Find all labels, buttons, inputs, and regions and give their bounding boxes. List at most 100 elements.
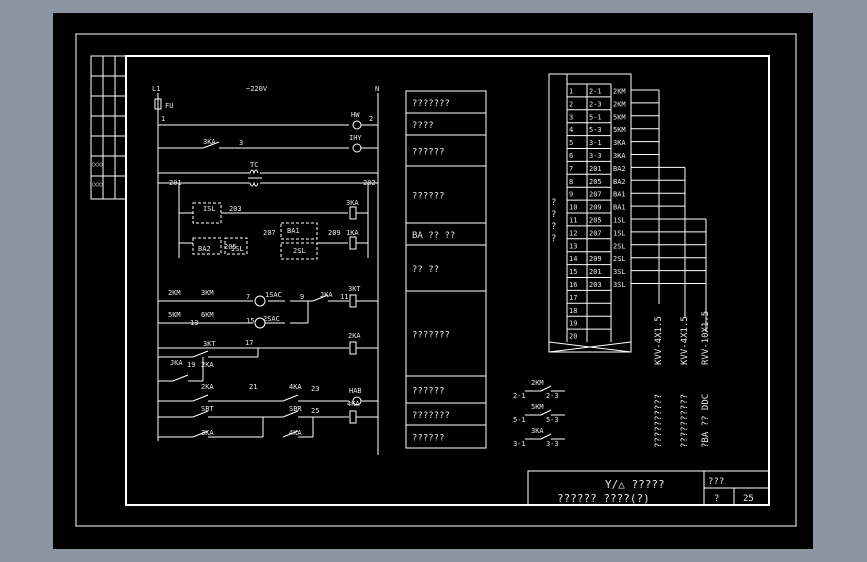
contact-label: 2KM xyxy=(168,289,181,297)
wire-number: 11 xyxy=(340,293,348,301)
description-text: ??????? xyxy=(412,331,450,341)
terminal-to: 2SL xyxy=(613,255,626,263)
cable-description: ?????????? xyxy=(654,394,664,448)
cable-spec: KVV-4X1.5 xyxy=(680,316,690,365)
wire-number: 203 xyxy=(229,205,242,213)
terminal-to: 1SL xyxy=(613,229,626,237)
lamp-label: IHY xyxy=(349,134,362,142)
contact-label: 2KA xyxy=(201,361,214,369)
wire-number: 205 xyxy=(224,243,237,251)
lamp-label: HW xyxy=(351,111,360,119)
terminal-from: 2-1 xyxy=(589,88,602,96)
coil-label: 1KA xyxy=(346,229,359,237)
terminal-from: 203 xyxy=(589,281,602,289)
fuse-label: FU xyxy=(165,102,173,110)
svg-text:○○○: ○○○ xyxy=(92,161,103,168)
wire-number: 9 xyxy=(300,293,304,301)
description-list: ???????????????????????BA ?? ???? ??????… xyxy=(406,90,486,444)
sheet-mark: ? xyxy=(714,494,719,504)
legend-contact xyxy=(540,385,552,392)
svg-text:○○○: ○○○ xyxy=(92,181,103,188)
switch-label: BA1 xyxy=(287,227,300,235)
terminal-number: 7 xyxy=(569,165,573,173)
legend-contact xyxy=(540,433,552,440)
terminal-number: 16 xyxy=(569,281,577,289)
wire-number: 17 xyxy=(245,339,253,347)
schematic-diagram: ○○○ ○○○ xyxy=(75,33,797,527)
subtitle-text: ?????? ????(?) xyxy=(557,492,650,505)
terminal-side-label: ? xyxy=(551,198,556,208)
terminal-from: 209 xyxy=(589,255,602,263)
wire-number: 201 xyxy=(169,179,182,187)
ladder-wiring xyxy=(154,93,379,455)
wire-number: 207 xyxy=(263,229,276,237)
terminal-to: 2SL xyxy=(613,242,626,250)
terminal-to: BA2 xyxy=(613,178,626,186)
cable-list: KVV-4X1.5??????????KVV-4X1.5??????????RV… xyxy=(631,89,711,448)
terminal-side-label: ? xyxy=(551,234,556,244)
wire-number: 25 xyxy=(311,407,319,415)
voltage-label: ~220V xyxy=(246,85,268,93)
terminal-number: 12 xyxy=(569,229,577,237)
switch-label: 2SAC xyxy=(263,315,280,323)
terminal-number: 10 xyxy=(569,204,577,212)
button-label: SBR xyxy=(289,405,302,413)
terminal-side-label: ? xyxy=(551,222,556,232)
coil-label: 4KA xyxy=(347,400,360,408)
phase-label: L1 xyxy=(152,85,160,93)
terminal-to: BA1 xyxy=(613,191,626,199)
description-text: ?????? xyxy=(412,192,445,202)
cable-spec: RVV-10X1.5 xyxy=(701,311,711,365)
terminal-from: 207 xyxy=(589,191,602,199)
terminal-number: 13 xyxy=(569,242,577,250)
contact-label: 5KM xyxy=(168,311,181,319)
terminal-number: 15 xyxy=(569,268,577,276)
terminal-from: 205 xyxy=(589,217,602,225)
terminal-from: 205 xyxy=(589,178,602,186)
description-text: ?????? xyxy=(412,387,445,397)
terminal-to: 5KM xyxy=(613,113,626,121)
contact-label: 4KA xyxy=(289,429,302,437)
cable-description: ?BA ?? DDC xyxy=(701,394,711,448)
terminal-frame xyxy=(548,73,632,353)
switch-label: 1SAC xyxy=(265,291,282,299)
wire-number: 2 xyxy=(369,115,373,123)
float-switch-label: ISL xyxy=(231,245,244,253)
wire-number: 202 xyxy=(363,179,376,187)
terminal-from: 3-1 xyxy=(589,139,602,147)
terminal-number: 1 xyxy=(569,88,573,96)
wire-number: 13 xyxy=(190,319,198,327)
contact-label: 3KA xyxy=(201,429,214,437)
terminal-from: 3-3 xyxy=(589,152,602,160)
terminal-number: 4 xyxy=(569,126,573,134)
lamp-label: HAB xyxy=(349,387,362,395)
terminal-from: 201 xyxy=(589,268,602,276)
terminal-number: 18 xyxy=(569,307,577,315)
description-text: ???? xyxy=(412,121,434,131)
description-text: ??????? xyxy=(412,411,450,421)
wire-number: 19 xyxy=(187,361,195,369)
legend-terminal: 3-1 xyxy=(513,440,526,448)
contact-label: JKA xyxy=(320,291,333,299)
title-text: Y/△ ????? xyxy=(605,478,665,491)
terminal-to: 2KM xyxy=(613,88,626,96)
description-text: BA ?? ?? xyxy=(412,231,455,241)
legend-contact xyxy=(540,409,552,416)
terminal-number: 11 xyxy=(569,217,577,225)
neutral-label: N xyxy=(375,85,379,93)
terminal-number: 8 xyxy=(569,178,573,186)
wire-number: 1 xyxy=(161,115,165,123)
terminal-to: 3KA xyxy=(613,152,626,160)
terminal-number: 2 xyxy=(569,100,573,108)
legend-terminal: 3-3 xyxy=(546,440,559,448)
button-label: SBT xyxy=(201,405,214,413)
sheet-number: 25 xyxy=(743,494,754,504)
terminal-from: 201 xyxy=(589,165,602,173)
margin-marks: ○○○ ○○○ xyxy=(92,161,103,188)
description-text: ?????? xyxy=(412,434,445,444)
drawing-sheet: ○○○ ○○○ xyxy=(53,13,813,549)
sheet-borders xyxy=(75,33,797,527)
terminal-to: 1SL xyxy=(613,217,626,225)
